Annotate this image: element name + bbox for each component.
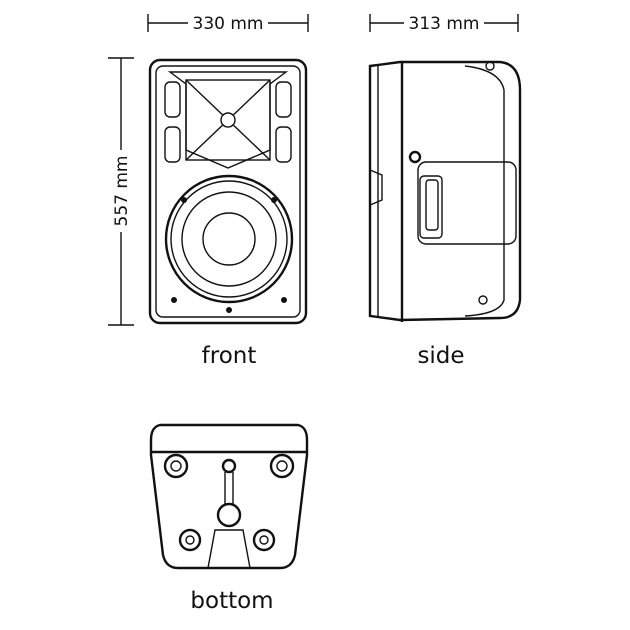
depth-label: 313 mm — [409, 14, 480, 34]
side-view-label: side — [417, 343, 464, 369]
front-view — [148, 58, 308, 325]
width-dimension: 330 mm — [147, 14, 309, 34]
depth-dimension: 313 mm — [369, 14, 519, 34]
height-label: 557 mm — [112, 156, 132, 227]
height-dimension: 557 mm — [108, 57, 134, 326]
bottom-view — [149, 423, 309, 570]
side-view — [368, 60, 522, 322]
front-view-label: front — [202, 343, 257, 369]
width-label: 330 mm — [193, 14, 264, 34]
bottom-view-label: bottom — [190, 588, 273, 614]
